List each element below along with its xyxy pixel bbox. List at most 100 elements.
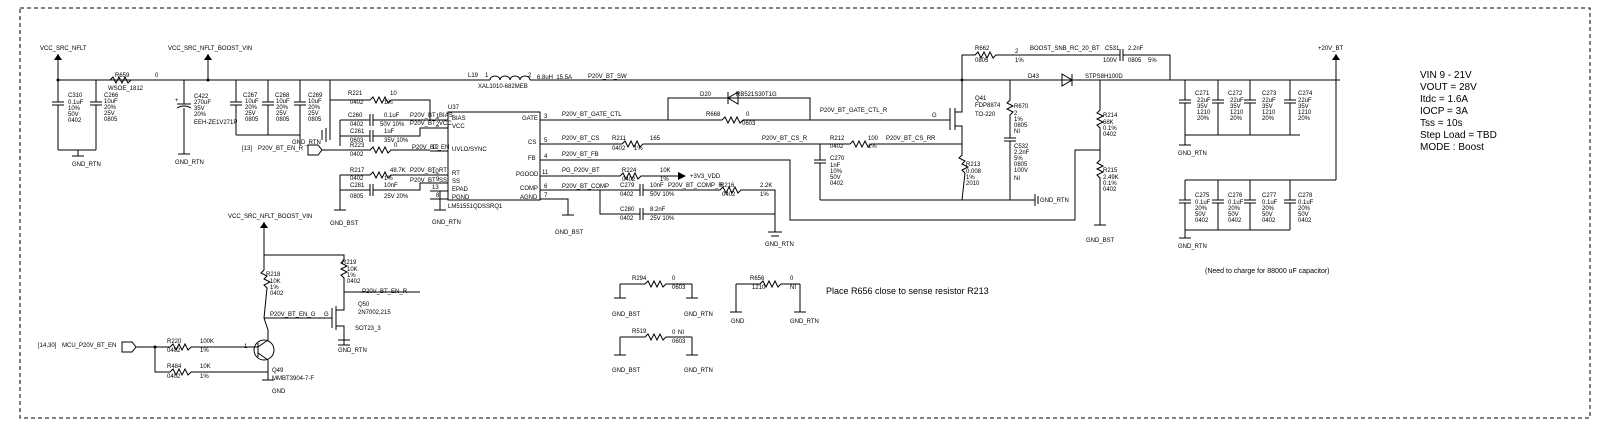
r218-l1: 1% [270, 285, 279, 291]
c267-l2: 25V [245, 111, 256, 117]
c270-l2: 50V [830, 175, 841, 181]
r223-pkg: 0402 [350, 152, 364, 158]
c272-l3: 20% [1230, 116, 1243, 122]
c532-l1: 5% [1014, 156, 1023, 162]
gnd-r656: GND [731, 319, 745, 325]
ref-13: [13] [242, 146, 252, 152]
r215-l0: 2.49K [1103, 175, 1119, 181]
r221-ref: R221 [348, 91, 363, 97]
net-bt-en: P20V_BT_EN [412, 145, 449, 151]
c270-l3: 0402 [830, 181, 844, 187]
gnd-q49: GND [272, 389, 286, 395]
r294-ref: R294 [632, 276, 647, 282]
pin-agnd: AGND [520, 195, 538, 201]
c276-l3: 0402 [1228, 218, 1242, 224]
r220-tol: 1% [200, 348, 209, 354]
c275-l3: 0402 [1195, 218, 1209, 224]
pnum-6: 6 [544, 184, 548, 190]
c277-ref: C277 [1262, 193, 1277, 199]
r212-pkg: 0402 [830, 144, 844, 150]
r218-l2: 0402 [270, 291, 284, 297]
c273-l1: 35V [1262, 104, 1273, 110]
gnd-bst-u37: GND_BST [555, 230, 584, 236]
c273-l2: 1210 [1262, 110, 1276, 116]
r519-ref: R519 [632, 329, 647, 335]
c269-ref: C269 [308, 93, 323, 99]
pnum-3: 3 [544, 114, 548, 120]
c269-l2: 25V [308, 111, 319, 117]
r224-val: 10K [660, 168, 671, 174]
gnd-rtn-out1: GND_RTN [1178, 151, 1207, 157]
r659-pkg: WSOE_1812 [108, 86, 144, 92]
c260-rating: 50V 10% [380, 122, 405, 128]
c269-l3: 0805 [308, 117, 322, 123]
c272-ref: C272 [1228, 91, 1243, 97]
net-bt-ss: P20V_BT_SS [410, 178, 447, 184]
c275-ref: C275 [1195, 193, 1210, 199]
spec-step: Step Load = TBD [1420, 130, 1497, 141]
r214-ref: R214 [1103, 113, 1118, 119]
gnd-rtn-cap: GND_RTN [292, 140, 321, 146]
c271-l0: 22uF [1197, 98, 1211, 104]
c261-ref: C261 [350, 129, 365, 135]
c273-l3: 20% [1262, 116, 1275, 122]
pnum-7: 7 [544, 193, 548, 199]
pin-uvlo: UVLO/SYNC [452, 147, 487, 153]
r215-l2: 0402 [1103, 187, 1117, 193]
c267-ref: C267 [243, 93, 258, 99]
net-gate-ctl-r: P20V_BT_GATE_CTL_R [820, 108, 888, 114]
c266-ref: C266 [104, 93, 119, 99]
l19-val: 6.8uH_15.5A [537, 75, 572, 81]
r211-ref: R211 [612, 136, 627, 142]
q49-part: MMBT3904-7-F [272, 376, 314, 382]
q41-ref: Q41 [975, 96, 987, 102]
c279-pkg: 0402 [620, 192, 634, 198]
ground-ties: R294 0 0603 GND_BST GND_RTN R656 0 1210 … [612, 276, 989, 374]
c274-ref: C274 [1298, 91, 1313, 97]
c261-pkg: 0603 [350, 138, 364, 144]
gnd-rtn-1: GND_RTN [72, 162, 101, 168]
r219-l1: 1% [347, 273, 356, 279]
d43-ref: D43 [1028, 74, 1040, 80]
c531-val: 2.2nF [1128, 46, 1144, 52]
pnum-2: 2 [436, 122, 440, 128]
c532-l3: 100V [1014, 168, 1028, 174]
r219-ref: R219 [342, 260, 357, 266]
gnd-rtn-2: GND_RTN [175, 160, 204, 166]
net-20v-bt: +20V_BT [1318, 46, 1344, 52]
r212-tol: 1% [868, 144, 877, 150]
spec-itdc: Itdc = 1.6A [1420, 94, 1468, 105]
gnd-rtn-out2: GND_RTN [1178, 244, 1207, 250]
pnum-11: 11 [542, 170, 549, 176]
c310-ref: C310 [68, 93, 83, 99]
c422-l0: 270uF [194, 100, 211, 106]
net-vdd: +3V3_VDD [690, 174, 721, 180]
c272-l1: 35V [1230, 104, 1241, 110]
c266-l2: 25V [104, 111, 115, 117]
c261-val: 1uF [384, 129, 395, 135]
d43-part: STPS8H100D [1085, 74, 1123, 80]
c274-l2: 1210 [1298, 110, 1312, 116]
r668-pkg: 0603 [742, 121, 756, 127]
r670-l2: 0805 [1014, 123, 1028, 129]
pin-bias: BIAS [452, 116, 466, 122]
r212-val: 100 [868, 136, 879, 142]
c310-l1: 10% [68, 106, 81, 112]
r216-pkg: 0402 [722, 192, 736, 198]
c275-l1: 20% [1195, 206, 1208, 212]
u37-right-network: P20V_BT_GATE_CTL D20 RB521S30T1G R668 0 … [560, 91, 1100, 248]
u37-part: LM51551QDSSRQ1 [448, 204, 503, 210]
c422-l1: 35V [194, 106, 205, 112]
r294-pkg: 0603 [672, 285, 686, 291]
pnum-13: 13 [432, 185, 439, 191]
c266-l0: 10uF [104, 99, 118, 105]
r662-tol: 1% [1015, 58, 1024, 64]
r223-ref: R223 [350, 143, 365, 149]
pin-comp: COMP [520, 186, 538, 192]
c271-l1: 35V [1197, 104, 1208, 110]
l19-ref: L19 [468, 73, 479, 79]
c268-ref: C268 [275, 93, 290, 99]
net-comp-r: P20V_BT_COMP_R [668, 183, 723, 189]
d20-part: RB521S30T1G [736, 92, 777, 98]
c278-l3: 0402 [1298, 218, 1312, 224]
